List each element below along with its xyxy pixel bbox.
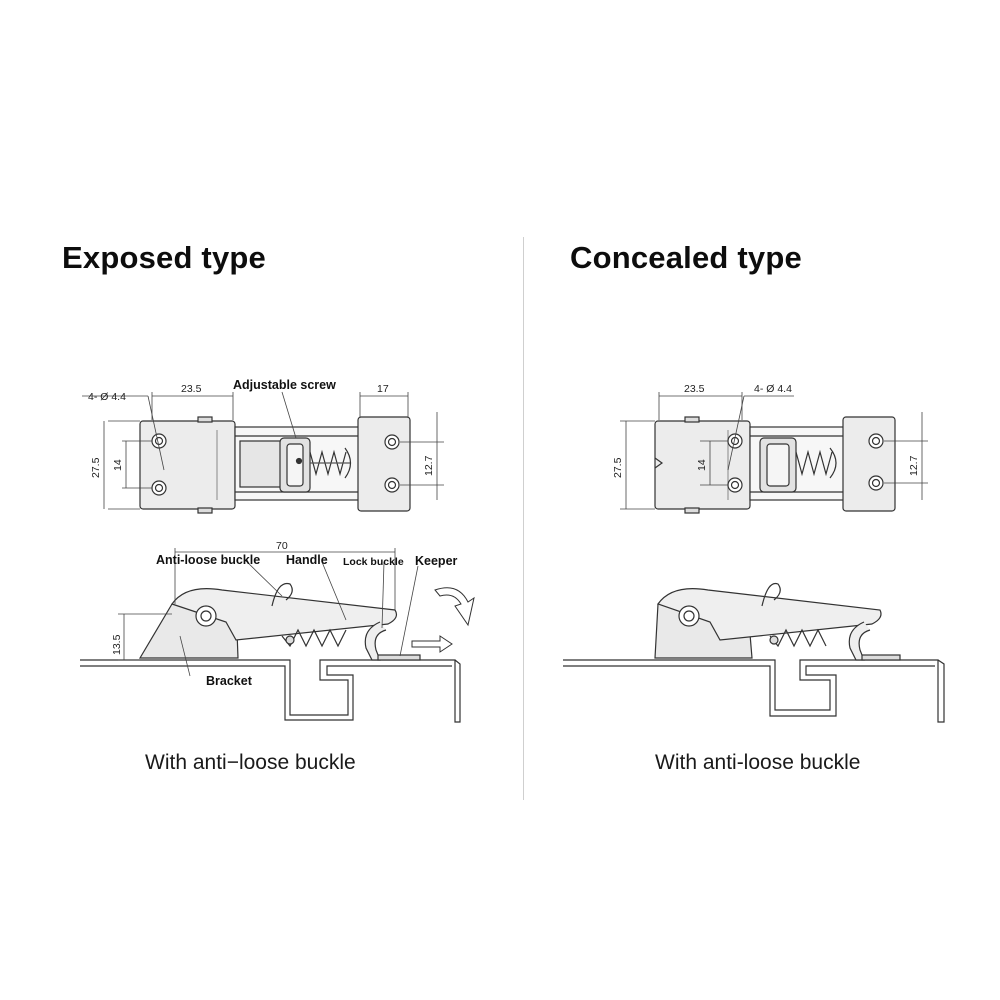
exposed-side-dimensions xyxy=(118,548,419,677)
concealed-hole-spacing-dim: 14 xyxy=(696,459,708,471)
lock-buckle-label: Lock buckle xyxy=(343,556,404,568)
exposed-keeper-hole-spacing-dim: 12.7 xyxy=(423,455,435,476)
exposed-width-base-dim: 23.5 xyxy=(181,383,202,395)
panel-divider xyxy=(523,237,524,800)
concealed-type-title: Concealed type xyxy=(570,240,802,275)
anti-loose-buckle-label: Anti-loose buckle xyxy=(156,553,260,567)
concealed-caption: With anti-loose buckle xyxy=(655,751,861,774)
concealed-holes-dim: 4- Ø 4.4 xyxy=(754,383,792,395)
bracket-label: Bracket xyxy=(206,674,253,688)
exposed-caption: With anti−loose buckle xyxy=(145,751,356,774)
keeper-label: Keeper xyxy=(415,554,458,568)
exposed-height-total-dim: 27.5 xyxy=(90,457,102,478)
concealed-keeper-hole-spacing-dim: 12.7 xyxy=(908,455,920,476)
exposed-holes-dim: 4- Ø 4.4 xyxy=(88,391,126,403)
exposed-side-view xyxy=(80,582,461,723)
exposed-width-keeper-dim: 17 xyxy=(377,383,389,395)
exposed-top-dimensions xyxy=(82,391,444,510)
concealed-height-total-dim: 27.5 xyxy=(612,457,624,478)
exposed-type-title: Exposed type xyxy=(62,240,266,275)
exposed-top-view xyxy=(139,416,411,514)
exposed-bracket-height-dim: 13.5 xyxy=(111,634,123,655)
concealed-top-view xyxy=(654,416,896,514)
concealed-side-view xyxy=(563,582,945,723)
adjustable-screw-label: Adjustable screw xyxy=(233,378,336,392)
exposed-hole-spacing-dim: 14 xyxy=(112,459,124,471)
concealed-top-dimensions xyxy=(620,392,928,510)
handle-label: Handle xyxy=(286,553,328,567)
exposed-overall-length-dim: 70 xyxy=(276,540,288,552)
keeper-motion-arrows xyxy=(411,587,475,653)
concealed-width-base-dim: 23.5 xyxy=(684,383,705,395)
